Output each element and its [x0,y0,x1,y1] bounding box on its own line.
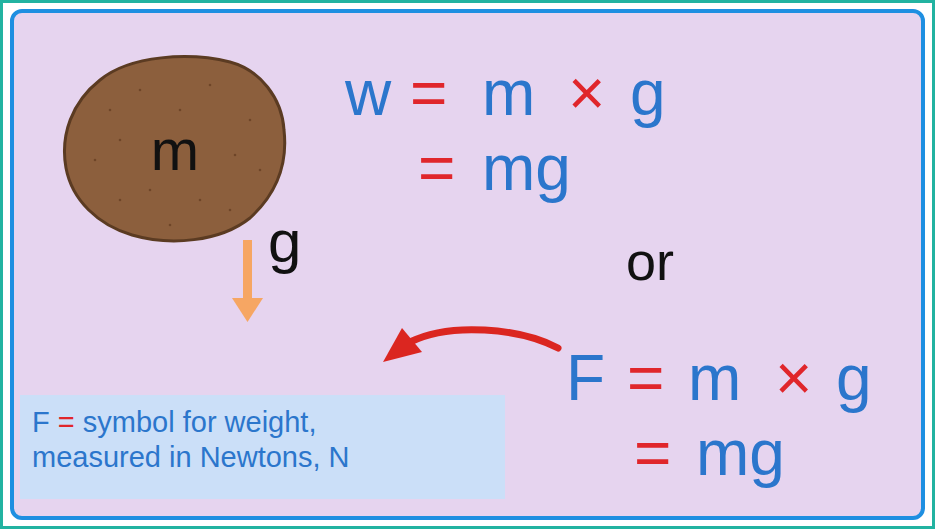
rock-body [64,57,284,241]
rock-speck [169,224,172,227]
arrow-head [232,298,263,322]
curved-arrow-line [410,330,558,348]
rock-speck [249,119,252,122]
curved-arrow-head [383,328,422,362]
definition-box: F = symbol for weight, measured in Newto… [20,395,505,499]
rock-speck [229,209,232,212]
definition-text: F = symbol for weight, measured in Newto… [32,405,404,476]
gravity-label: g [268,212,301,272]
gravity-arrow [232,240,263,322]
definition-part: symbol for weight, measured in Newtons, … [32,406,350,473]
rock-speck [199,199,202,202]
mass-symbol: m [151,121,199,179]
product-term: mg [482,136,571,200]
times-sign: × [568,61,605,125]
rock-speck [119,199,122,202]
rock-speck [234,154,237,157]
rock-speck [259,169,262,172]
definition-part: F [32,406,50,438]
mass-symbol: m [688,346,741,410]
rock-speck [209,84,212,87]
times-sign: × [775,346,812,410]
product-term: mg [696,421,785,485]
rock-speck [139,89,142,92]
equals-sign: = [410,61,447,125]
force-symbol: F [566,346,605,410]
rock-speck [179,109,182,112]
equals-sign: = [418,136,455,200]
rock-speck [94,159,97,162]
rock-speck [149,189,152,192]
rock-speck [119,139,122,142]
pointer-arrow [383,328,558,362]
rock-speck [109,109,112,112]
equals-sign: = [58,406,75,438]
gravity-symbol: g [836,346,872,410]
rock-text-wrap: m [60,50,290,250]
mass-symbol: m [482,61,535,125]
equals-sign: = [627,346,664,410]
arrow-shaft [243,240,252,302]
rock-shape: m [60,50,290,250]
equals-sign: = [634,421,671,485]
gravity-symbol: g [630,61,666,125]
or-word: or [626,234,674,288]
weight-symbol: w [345,61,391,125]
